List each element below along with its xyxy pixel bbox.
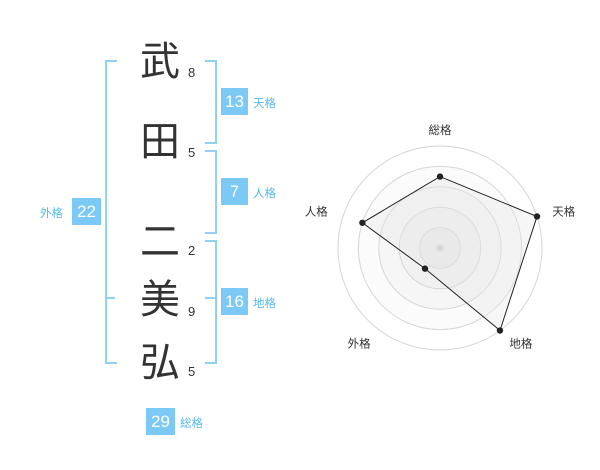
jinkaku-value: 7 (221, 178, 248, 205)
tenkaku-bracket (205, 60, 217, 144)
stroke-count-3: 2 (188, 243, 196, 258)
name-char-3: 二 (140, 219, 180, 265)
soukaku-value: 29 (146, 408, 175, 435)
name-char-1: 武 (140, 39, 180, 85)
radar-polygon (361, 176, 538, 332)
radar-center (436, 244, 444, 252)
radar-point (496, 327, 504, 334)
bracket-tick-left (105, 297, 115, 299)
jinkaku-bracket (205, 150, 217, 234)
chikaku-bracket (205, 240, 217, 364)
name-char-2: 田 (140, 119, 180, 165)
chikaku-label: 地格 (253, 296, 276, 310)
soukaku-label: 総格 (180, 416, 203, 430)
radar-axis-label: 人格 (305, 205, 328, 219)
jinkaku-label: 人格 (253, 186, 276, 200)
radar-axis-label: 外格 (348, 336, 371, 350)
radar-axis-label: 地格 (509, 336, 532, 350)
stroke-count-4: 9 (188, 304, 196, 319)
tenkaku-label: 天格 (253, 96, 276, 110)
name-char-5: 弘 (140, 340, 180, 386)
radar-point (421, 265, 429, 272)
tenkaku-value: 13 (221, 88, 248, 115)
stroke-count-2: 5 (188, 145, 196, 160)
name-char-4: 美 (140, 277, 180, 323)
stroke-count-1: 8 (188, 65, 196, 80)
gaikaku-bracket (105, 60, 117, 364)
gaikaku-value: 22 (72, 198, 101, 225)
chikaku-value: 16 (221, 288, 248, 315)
gaikaku-label: 外格 (40, 206, 63, 220)
radar-axis-label: 天格 (552, 205, 575, 219)
radar-point (359, 219, 366, 226)
radar-point (533, 213, 541, 220)
bracket-tick-right (205, 297, 215, 299)
stroke-count-5: 5 (188, 364, 196, 379)
radar-axis-label: 総格 (429, 123, 452, 137)
radar-point (436, 173, 444, 180)
